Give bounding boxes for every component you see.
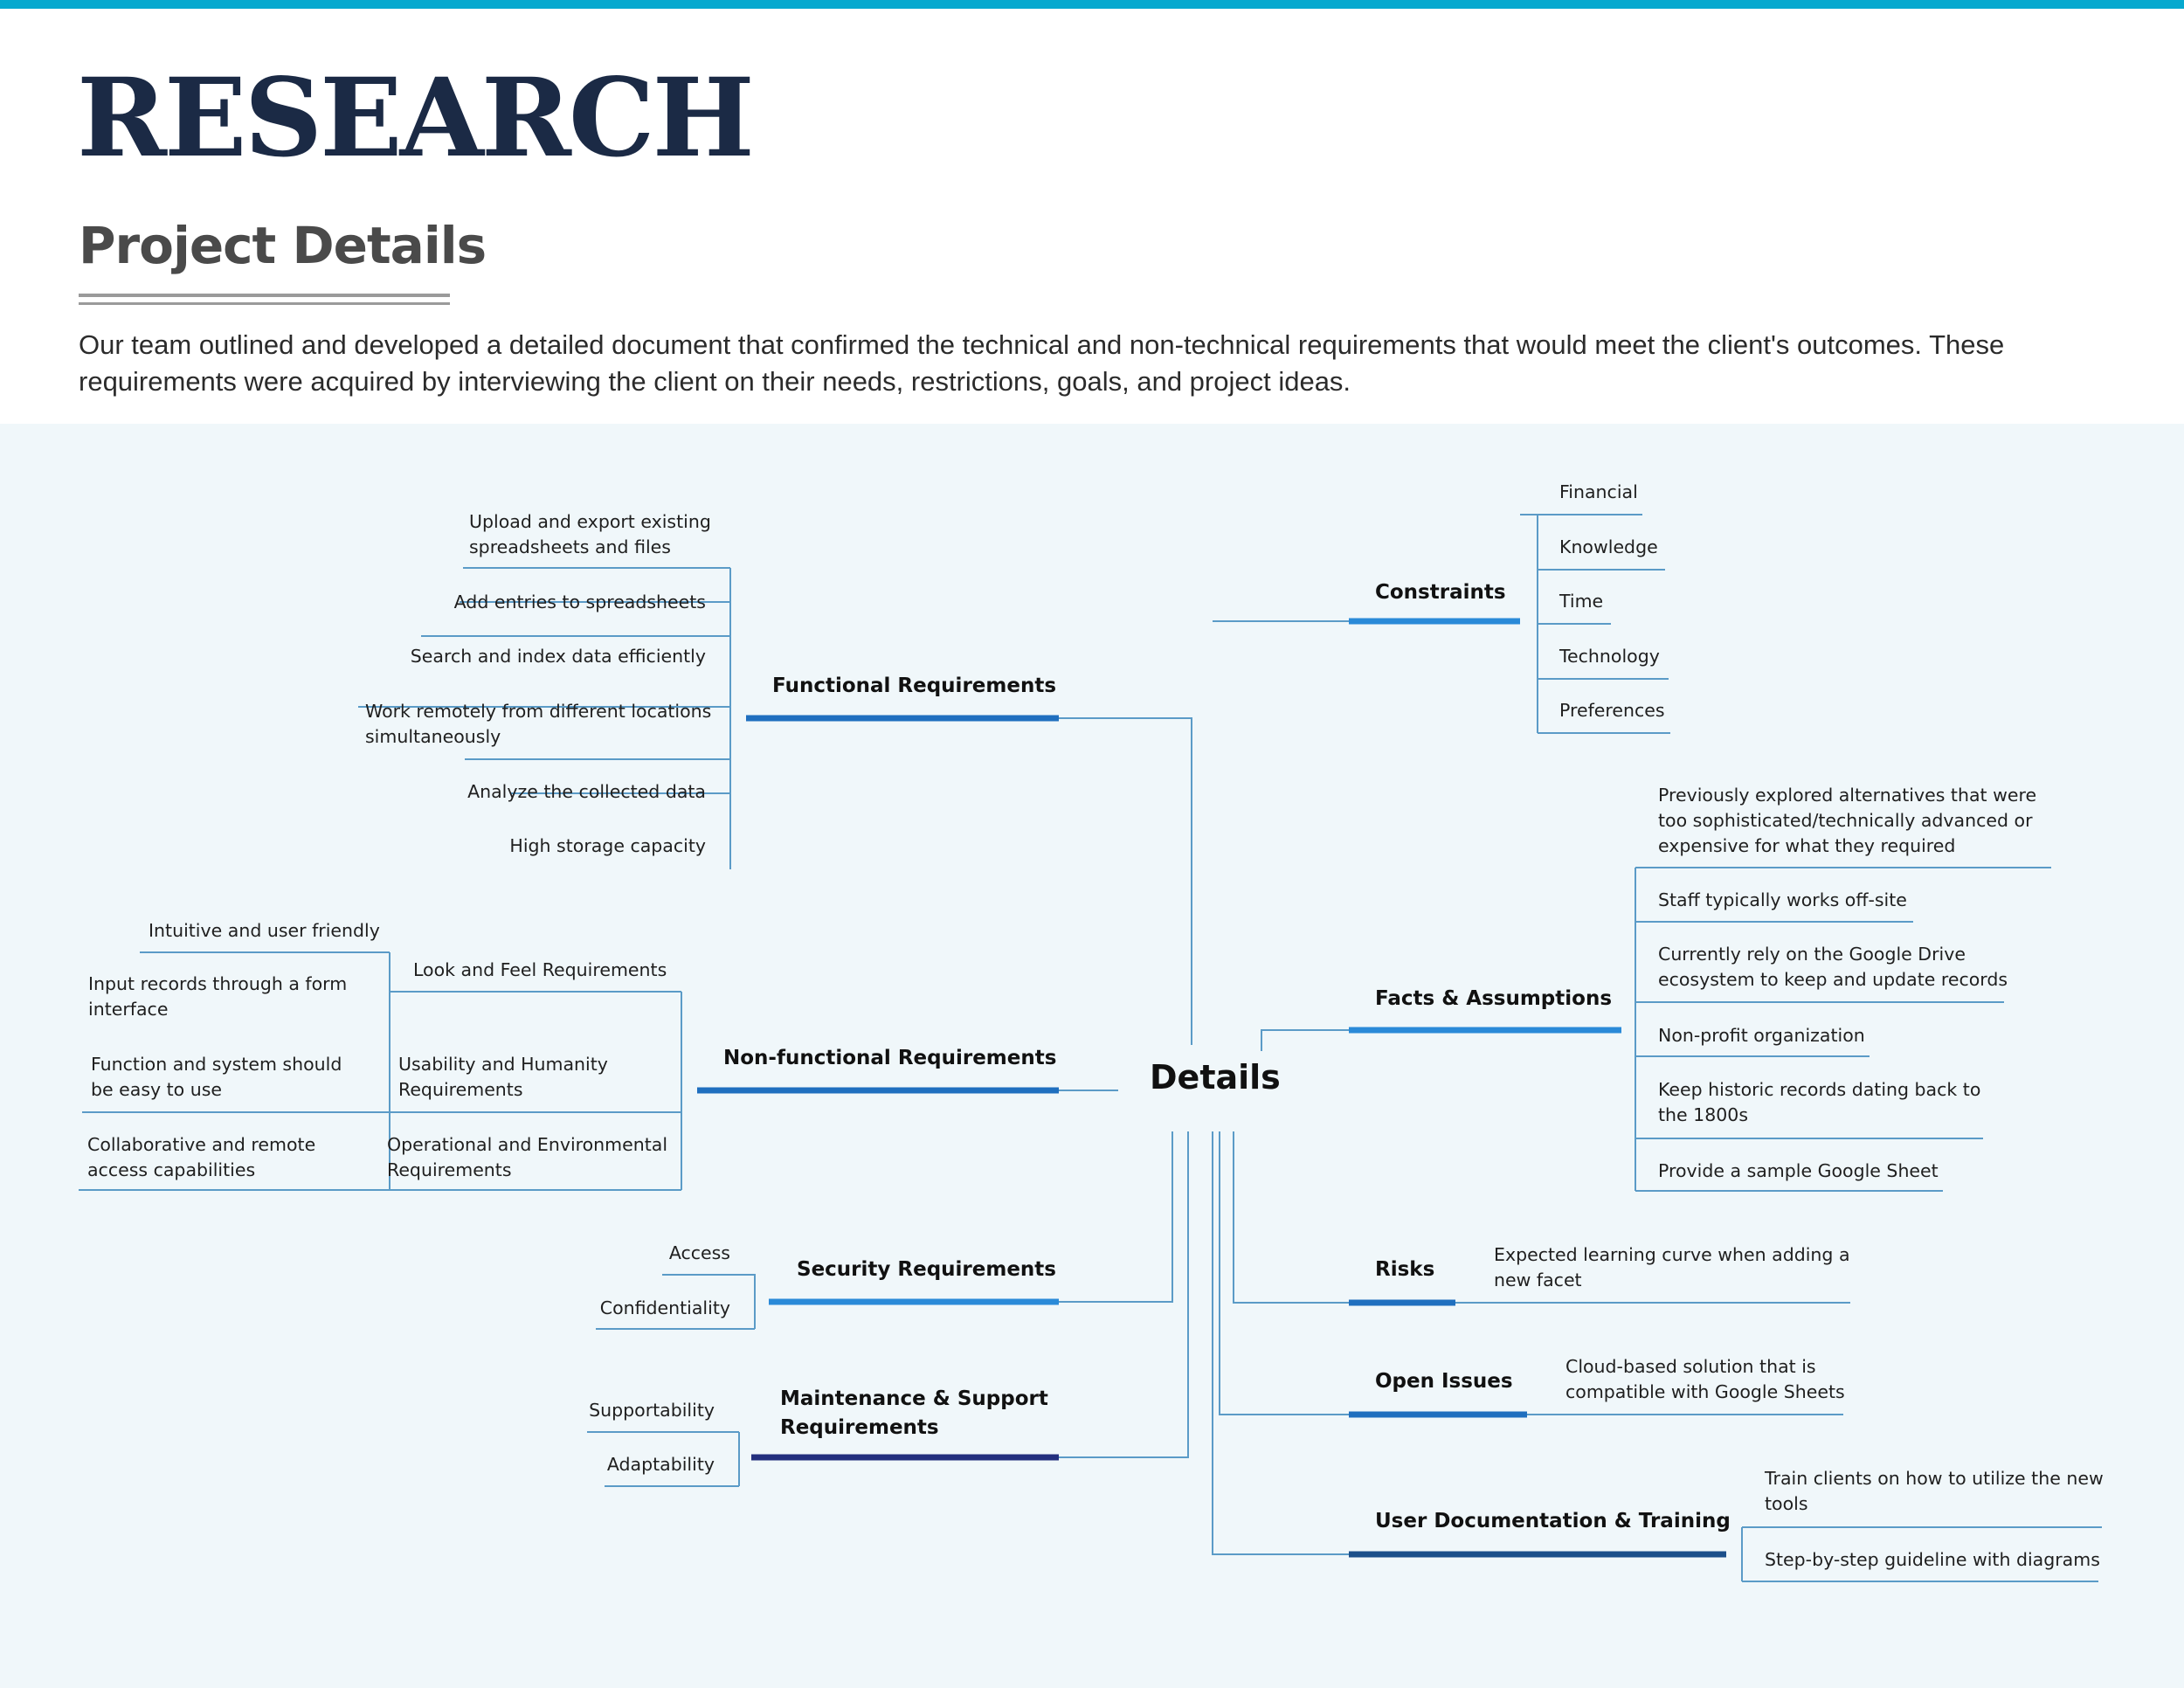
heading-underline-second [79,302,450,305]
leaf-preferences: Preferences [1559,700,1665,721]
page-header: RESEARCH Project Details Our team outlin… [0,9,2184,424]
leaf-technology: Technology [1559,646,1660,667]
leaf-staff-off-site: Staff typically works off-site [1658,889,1907,910]
branch-security-requirements: Security Requirements [797,1258,1056,1281]
leaf-adaptability: Adaptability [606,1454,715,1475]
leaf-easy-to-use: Function and system should be easy to us… [91,1054,342,1100]
center-node: Details [1150,1058,1281,1097]
leaf-financial: Financial [1559,481,1638,502]
leaf-add-entries: Add entries to spreadsheets [453,591,706,612]
leaf-confidentiality: Confidentiality [599,1297,730,1318]
intro-paragraph: Our team outlined and developed a detail… [79,329,2005,397]
branch-constraints: Constraints [1375,581,1506,604]
leaf-input-records: Input records through a form interface [88,973,348,1020]
leaf-non-profit: Non-profit organization [1658,1025,1865,1046]
leaf-high-storage: High storage capacity [509,835,706,856]
leaf-access: Access [668,1242,730,1263]
leaf-work-remotely: Work remotely from different locations s… [365,701,712,747]
branch-facts-assumptions: Facts & Assumptions [1375,987,1613,1010]
leaf-analyze-data: Analyze the collected data [467,781,706,802]
leaf-time: Time [1559,591,1604,612]
sub-usability-humanity: Usability and Humanity Requirements [398,1054,608,1100]
leaf-knowledge: Knowledge [1559,536,1658,557]
leaf-learning-curve: Expected learning curve when adding a ne… [1494,1244,1850,1290]
leaf-search-index: Search and index data efficiently [410,646,706,667]
branch-maintenance-support: Maintenance & Support Requirements [780,1387,1048,1439]
leaf-train-clients: Train clients on how to utilize the new … [1765,1468,2104,1514]
top-accent-bar [0,0,2184,9]
mind-map-connectors [79,514,2102,1582]
heading-underline [79,294,450,297]
branch-user-documentation-training: User Documentation & Training [1375,1510,1731,1532]
mind-map: Details Functional Requirements Upload a… [0,424,2184,1688]
branch-risks: Risks [1375,1258,1435,1281]
branch-open-issues: Open Issues [1375,1370,1513,1393]
leaf-intuitive: Intuitive and user friendly [149,920,380,941]
leaf-cloud-based: Cloud-based solution that is compatible … [1565,1356,1845,1402]
leaf-sample-sheet: Provide a sample Google Sheet [1658,1160,1939,1181]
sub-operational-environmental: Operational and Environmental Requiremen… [387,1134,668,1180]
branch-functional-requirements: Functional Requirements [772,675,1057,697]
leaf-supportability: Supportability [589,1400,715,1421]
sub-look-and-feel: Look and Feel Requirements [413,959,667,980]
section-heading: Project Details [79,216,487,275]
branch-nonfunctional-requirements: Non-functional Requirements [723,1047,1057,1069]
leaf-previously-explored: Previously explored alternatives that we… [1658,785,2037,856]
leaf-upload-export: Upload and export existing spreadsheets … [469,511,711,557]
leaf-step-by-step: Step-by-step guideline with diagrams [1765,1549,2100,1570]
leaf-collaborative-remote: Collaborative and remote access capabili… [87,1134,316,1180]
page-title: RESEARCH [77,55,755,182]
leaf-google-drive: Currently rely on the Google Drive ecosy… [1658,944,2008,990]
leaf-historic-records: Keep historic records dating back to the… [1658,1079,1981,1125]
